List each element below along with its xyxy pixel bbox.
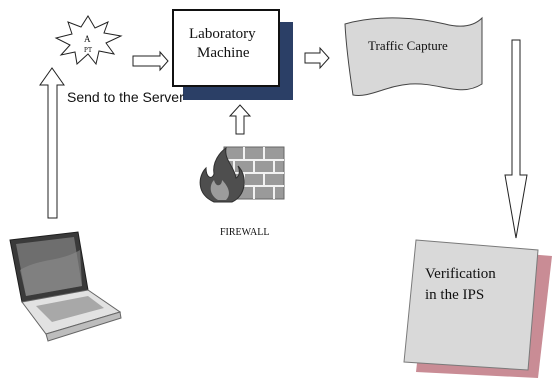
send-to-server-label: Send to the Server bbox=[67, 89, 184, 105]
firewall-icon bbox=[199, 146, 285, 203]
firewall-label: FIREWALL bbox=[220, 227, 270, 238]
ips-box bbox=[403, 239, 539, 371]
arrow-apt-to-lab bbox=[132, 50, 169, 72]
arrow-laptop-to-apt bbox=[39, 67, 65, 219]
ips-label-line2: in the IPS bbox=[425, 287, 485, 303]
traffic-capture-shape bbox=[344, 16, 483, 96]
apt-starburst-icon bbox=[54, 15, 123, 66]
lab-machine-label-line2: Machine bbox=[197, 45, 250, 61]
arrow-firewall-to-lab bbox=[228, 104, 252, 135]
arrow-traffic-to-ips bbox=[504, 39, 528, 239]
traffic-capture-label: Traffic Capture bbox=[368, 38, 448, 53]
laptop-icon bbox=[9, 231, 122, 342]
apt-label-line1: A bbox=[84, 34, 91, 44]
apt-label-line2: PT bbox=[84, 46, 93, 54]
arrow-lab-to-traffic bbox=[304, 46, 330, 70]
lab-machine-box bbox=[172, 9, 280, 87]
ips-label-line1: Verification bbox=[425, 266, 496, 282]
lab-machine-label-line1: Laboratory bbox=[189, 26, 256, 42]
